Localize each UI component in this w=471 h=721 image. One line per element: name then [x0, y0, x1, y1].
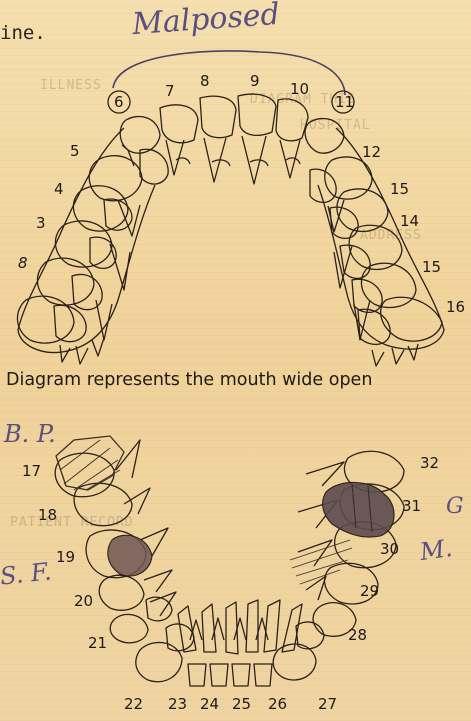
upper-label-5: 5: [70, 142, 80, 160]
lower-label-24: 24: [200, 695, 219, 713]
upper-arch-left-outline: [18, 128, 155, 353]
lower-label-22: 22: [124, 695, 143, 713]
upper-label-10: 10: [290, 80, 309, 98]
decayed-tooth-19: [108, 535, 152, 576]
lower-label-21: 21: [88, 634, 107, 652]
lower-label-23: 23: [168, 695, 187, 713]
lower-label-20: 20: [74, 592, 93, 610]
lower-label-25: 25: [232, 695, 251, 713]
lower-label-29: 29: [360, 582, 379, 600]
lower-label-18: 18: [38, 506, 57, 524]
upper-label-7: 7: [165, 82, 175, 100]
lower-label-28: 28: [348, 626, 367, 644]
diagram-caption: Diagram represents the mouth wide open: [6, 370, 372, 390]
upper-label-15b: 15: [422, 258, 441, 276]
upper-label-9: 9: [250, 72, 260, 90]
upper-label-11: 11: [335, 93, 354, 111]
lower-label-19: 19: [56, 548, 75, 566]
upper-tooth-8: [200, 96, 236, 137]
lower-label-26: 26: [268, 695, 287, 713]
lower-label-17: 17: [22, 462, 41, 480]
lower-label-32: 32: [420, 454, 439, 472]
upper-label-6: 6: [114, 93, 124, 111]
malposed-connector-arc: [113, 51, 345, 95]
lower-label-27: 27: [318, 695, 337, 713]
lower-label-31: 31: [402, 497, 421, 515]
upper-label-3: 3: [36, 214, 46, 232]
upper-tooth-10: [276, 99, 308, 141]
upper-tooth-9: [238, 94, 276, 135]
upper-tooth-7: [160, 105, 198, 143]
upper-label-16: 16: [446, 298, 465, 316]
upper-tooth-11: [305, 118, 344, 153]
upper-label-12: 12: [362, 143, 381, 161]
lower-label-30: 30: [380, 540, 399, 558]
upper-label-14: 14: [400, 212, 419, 230]
upper-label-8-left: 8: [18, 254, 28, 272]
upper-label-4: 4: [54, 180, 64, 198]
upper-label-8: 8: [200, 72, 210, 90]
upper-label-15a: 15: [390, 180, 409, 198]
decay-shading: [108, 482, 394, 576]
